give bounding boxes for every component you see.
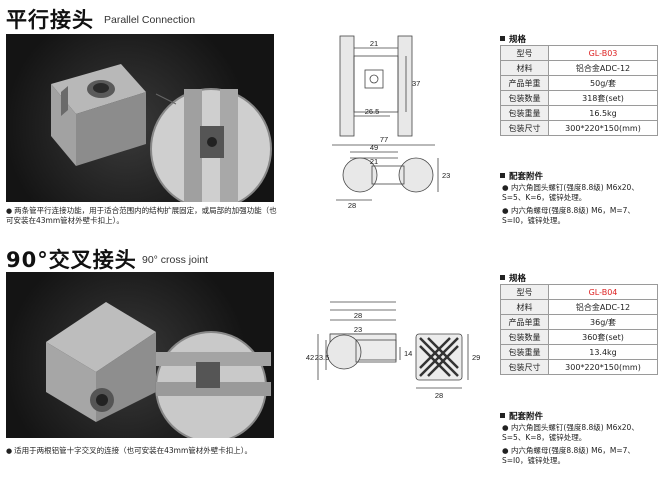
spec-value: 300*220*150(mm) <box>548 120 658 136</box>
accessory-item: ● 内六角螺母(强度8.8级) M6，M=7、S=I0，镀锌处理。 <box>502 206 635 225</box>
dim-label: 23 <box>354 325 362 334</box>
dim-label: 77 <box>380 135 388 144</box>
spec-value: 铝合金ADC-12 <box>548 299 658 315</box>
accessory-item: ● 内六角圆头螺钉(强度8.8级) M6x20、S=5、K=6，镀锌处理。 <box>502 183 639 202</box>
spec-key: 型号 <box>500 284 549 300</box>
section-subtitle: 90° cross joint <box>142 254 209 266</box>
bullet-icon: ● <box>6 207 13 215</box>
accessories-heading: 配套附件 <box>500 170 543 182</box>
dim-label: 42 <box>306 353 314 362</box>
usage-note: ●适用于两根铝管十字交叉的连接（也可安装在43mm管材外壁卡扣上）。 <box>6 446 286 456</box>
dim-label: 37 <box>412 79 420 88</box>
dim-label: 21 <box>370 39 378 48</box>
section-parallel-connection: 平行接头 Parallel Connection ●两条管平行连接功能，用于适合… <box>6 8 658 229</box>
spec-value: 铝合金ADC-12 <box>548 60 658 76</box>
spec-value: 318套(set) <box>548 90 658 106</box>
spec-key: 包装尺寸 <box>500 120 549 136</box>
spec-key: 包装尺寸 <box>500 359 549 375</box>
spec-key: 型号 <box>500 45 549 61</box>
usage-note: ●两条管平行连接功能，用于适合范围内的结构扩展固定，或局部的加强功能（也可安装在… <box>6 206 278 226</box>
section-title: 平行接头 <box>6 8 94 32</box>
product-photo <box>6 34 274 202</box>
usage-note-text: 适用于两根铝管十字交叉的连接（也可安装在43mm管材外壁卡扣上）。 <box>14 446 253 455</box>
dim-label: 28 <box>435 391 443 400</box>
technical-drawing: 21 37 26.5 77 49 21 23 28 <box>332 35 450 210</box>
spec-value: GL-B03 <box>548 45 658 61</box>
spec-key: 包装数量 <box>500 90 549 106</box>
spec-key: 包装重量 <box>500 105 549 121</box>
dim-label: 14 <box>404 349 412 358</box>
spec-key: 产品单重 <box>500 314 549 330</box>
spec-value: 300*220*150(mm) <box>548 359 658 375</box>
dim-label: 49 <box>370 143 378 152</box>
accessories-list: ● 内六角圆头螺钉(强度8.8级) M6x20、S=5、K=8，镀锌处理。 ● … <box>502 423 658 469</box>
spec-key: 材料 <box>500 60 549 76</box>
spec-value: 36g/套 <box>548 314 658 330</box>
spec-key: 产品单重 <box>500 75 549 91</box>
dim-label: 23 <box>442 171 450 180</box>
spec-key: 包装数量 <box>500 329 549 345</box>
accessories-heading: 配套附件 <box>500 410 543 422</box>
spec-row: 材料铝合金ADC-12 <box>500 60 658 76</box>
spec-heading: 规格 <box>500 33 526 45</box>
spec-heading: 规格 <box>500 272 526 284</box>
dim-label: 26.5 <box>365 107 380 116</box>
usage-note-text: 两条管平行连接功能，用于适合范围内的结构扩展固定，或局部的加强功能（也可安装在4… <box>6 206 277 225</box>
accessory-item: ● 内六角螺母(强度8.8级) M6，M=7、S=I0，镀锌处理。 <box>502 446 635 465</box>
spec-key: 材料 <box>500 299 549 315</box>
spec-value: 360套(set) <box>548 329 658 345</box>
dim-label: 23.5 <box>315 353 330 362</box>
accessory-item: ● 内六角圆头螺钉(强度8.8级) M6x20、S=5、K=8，镀锌处理。 <box>502 423 639 442</box>
section-cross-joint: 90°交叉接头 90° cross joint ●适用于两根铝管十字交叉的连接（… <box>0 240 659 480</box>
dim-label: 28 <box>348 201 356 210</box>
section-title: 90°交叉接头 <box>6 248 137 272</box>
dim-label: 28 <box>354 311 362 320</box>
bullet-icon: ● <box>6 447 13 455</box>
section-subtitle: Parallel Connection <box>104 14 196 26</box>
dim-label: 29 <box>472 353 480 362</box>
accessories-list: ● 内六角圆头螺钉(强度8.8级) M6x20、S=5、K=6，镀锌处理。 ● … <box>502 183 658 229</box>
spec-row: 材料铝合金ADC-12 <box>500 299 658 315</box>
spec-value: 50g/套 <box>548 75 658 91</box>
dim-label: 21 <box>370 157 378 166</box>
spec-value: 16.5kg <box>548 105 658 121</box>
product-photo <box>6 272 274 438</box>
spec-key: 包装重量 <box>500 344 549 360</box>
spec-value: GL-B04 <box>548 284 658 300</box>
technical-drawing: 28 23 42 23.5 14 29 28 <box>306 301 480 400</box>
spec-value: 13.4kg <box>548 344 658 360</box>
